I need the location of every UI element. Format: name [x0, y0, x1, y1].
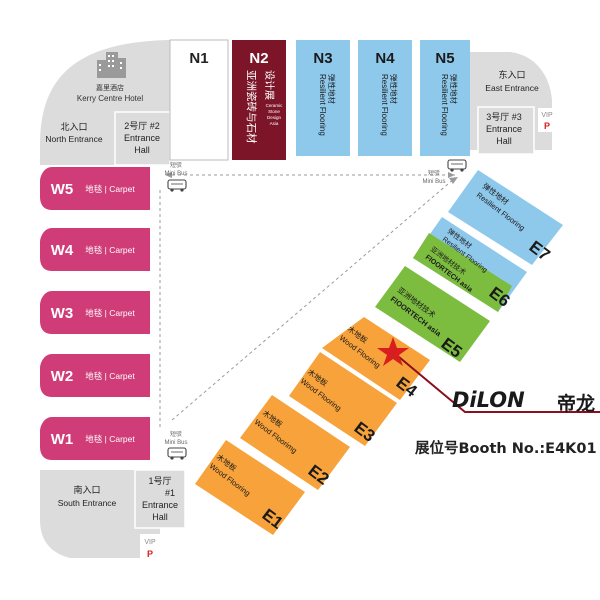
hall-e6[interactable]: 弹性地材 Resilient Flooring 亚洲地材技术 FlOORTECH…	[413, 217, 527, 312]
hall-n2-cn1: 设计展	[263, 70, 276, 100]
minibus-east-cn: 短驳	[428, 169, 440, 177]
booth-number: 展位号Booth No.:E4K01	[415, 441, 597, 457]
hall3-line3: Hall	[496, 136, 512, 146]
minibus-route	[159, 174, 456, 430]
hall3-line2: Entrance	[486, 124, 522, 134]
hotel-en: Kerry Centre Hotel	[77, 94, 143, 103]
minibus-west-bottom-cn: 短驳	[170, 430, 182, 438]
vip-south-parking: P	[147, 549, 153, 559]
hall-n5[interactable]: N5 弹性地材 Resilient Flooring	[420, 40, 470, 156]
dilon-logo-cn: 帝龙	[557, 393, 596, 415]
hall-n4-name: N4	[375, 50, 395, 67]
south-west-area	[40, 470, 160, 558]
north-entrance-cn: 北入口	[60, 122, 87, 132]
hall-w5[interactable]: W5 地毯 | Carpet	[40, 167, 150, 210]
hall-n5-en: Resilient Flooring	[440, 74, 449, 136]
hall-w3-name: W3	[51, 305, 74, 322]
vip-east-parking: P	[544, 121, 550, 131]
hall1-line1: 1号厅	[148, 476, 171, 486]
hall1-line2: #1	[165, 488, 175, 498]
hall-n3-en: Resilient Flooring	[318, 74, 327, 136]
hall-n2[interactable]	[232, 40, 286, 160]
hall-n2-en2: Stone	[268, 109, 280, 114]
booth-pointer-line	[392, 351, 600, 413]
hall-n3-cn: 弹性地材	[327, 74, 337, 104]
hall-n2-en3: Design	[267, 115, 282, 120]
vip-south-box	[140, 534, 160, 560]
north-entrance-en: North Entrance	[45, 134, 102, 144]
hall2-line3: Hall	[134, 145, 150, 155]
minibus-west-bottom-en: Mini Bus	[164, 440, 187, 446]
hall-n3[interactable]: N3 弹性地材 Resilient Flooring	[296, 40, 350, 156]
hall2-line1: 2号厅 #2	[124, 121, 160, 131]
hall-e4[interactable]: 木地板 Wood Flooring E4	[322, 317, 430, 401]
minibus-west-top-en: Mini Bus	[164, 171, 187, 177]
booth-star-icon	[377, 337, 409, 366]
entrance-hall-3	[477, 106, 535, 155]
hall-n3-name: N3	[313, 50, 332, 67]
hall-e3[interactable]: 木地板 Wood Flooring E3	[289, 352, 397, 446]
hall-w4-label: 地毯 | Carpet	[85, 245, 135, 255]
hall-e7[interactable]: 弹性地材 Resilient Flooring E7	[448, 170, 563, 265]
hall-w5-name: W5	[51, 181, 74, 198]
hall-n5-name: N5	[435, 50, 454, 67]
minibus-west-top-cn: 短驳	[170, 161, 182, 169]
minibus-west-top-icon	[167, 179, 187, 192]
hall-w5-label: 地毯 | Carpet	[85, 184, 135, 194]
south-entrance-cn: 南入口	[73, 484, 100, 495]
hall-w1-name: W1	[51, 431, 74, 448]
hall-w2[interactable]: W2 地毯 | Carpet	[40, 354, 150, 397]
route-arrow-diag	[449, 177, 458, 184]
entrance-hall-1	[134, 469, 186, 529]
vip-east-label: VIP	[541, 112, 553, 119]
hall1-line3: Entrance	[142, 500, 178, 510]
hall-e5[interactable]: 亚洲地材技术 FlOORTECH asia E5	[375, 266, 490, 362]
hall-w1[interactable]: W1 地毯 | Carpet	[40, 417, 150, 460]
route-arrow-right	[448, 172, 455, 178]
hall-w4[interactable]: W4 地毯 | Carpet	[40, 228, 150, 271]
south-entrance-en: South Entrance	[58, 498, 117, 508]
hall-w3[interactable]: W3 地毯 | Carpet	[40, 291, 150, 334]
entrance-hall-2	[114, 111, 171, 166]
minibus-east-icon	[447, 159, 467, 172]
route-arrow-left	[165, 172, 172, 178]
hall2-line2: Entrance	[124, 133, 160, 143]
hall-n2-name: N2	[249, 50, 268, 67]
vip-east-box	[538, 108, 556, 132]
hall-w1-label: 地毯 | Carpet	[85, 434, 135, 444]
hall-n4[interactable]: N4 弹性地材 Resilient Flooring	[358, 40, 412, 156]
minibus-east-en: Mini Bus	[422, 179, 445, 185]
east-entrance-en: East Entrance	[485, 83, 539, 93]
dilon-logo: DiLON	[452, 388, 525, 412]
hall-w2-label: 地毯 | Carpet	[85, 371, 135, 381]
hall-n1-name: N1	[189, 50, 208, 67]
hall-n5-cn: 弹性地材	[449, 74, 459, 104]
east-entrance-cn: 东入口	[498, 69, 525, 80]
hotel-cn: 嘉里酒店	[96, 83, 124, 92]
hall-n2-en4: Asia	[270, 121, 279, 126]
hall-n1[interactable]	[169, 39, 229, 161]
hall-w3-label: 地毯 | Carpet	[85, 308, 135, 318]
hall1-line4: Hall	[152, 512, 168, 522]
hall-n4-en: Resilient Flooring	[380, 74, 389, 136]
hall-n2-en1: Ceramic	[266, 103, 284, 108]
hall-n4-cn: 弹性地材	[389, 74, 399, 104]
hall3-line1: 3号厅 #3	[486, 112, 522, 122]
hall-w2-name: W2	[51, 368, 74, 385]
hall-e1[interactable]: 木地板 Wood Flooring E1	[195, 440, 305, 535]
hall-n2-cn2: 亚洲瓷砖与石材	[245, 70, 258, 144]
hall-w4-name: W4	[51, 242, 74, 259]
minibus-west-bottom-icon	[167, 447, 187, 460]
vip-south-label: VIP	[144, 539, 156, 546]
